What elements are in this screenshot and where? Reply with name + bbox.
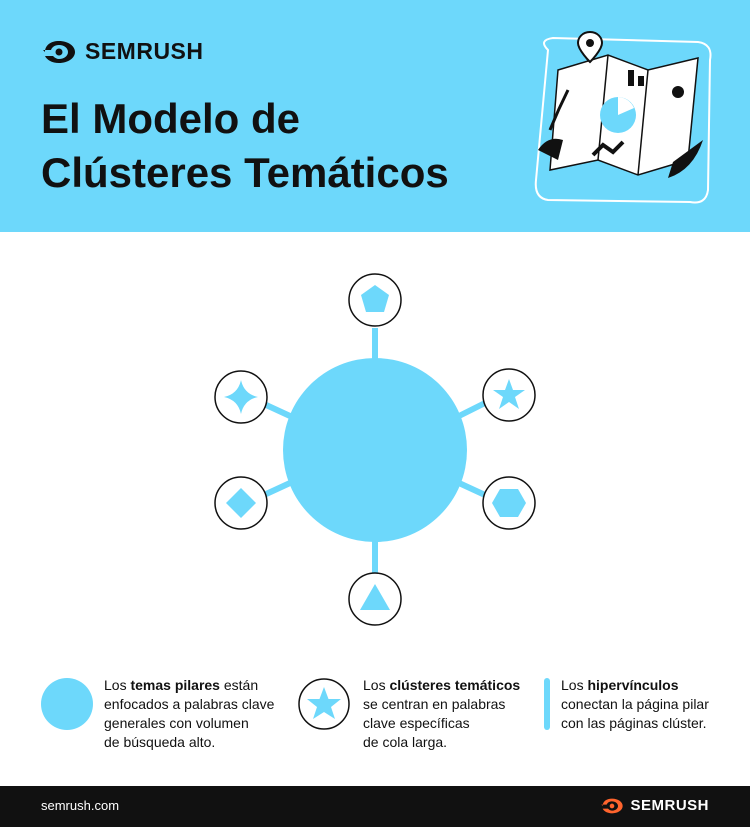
- line-icon: [544, 678, 550, 730]
- footer-semrush-logo[interactable]: SEMRUSH: [600, 797, 709, 814]
- cluster-node-lower-right: [482, 476, 536, 530]
- cluster-node-top: [348, 273, 402, 327]
- star-icon: [493, 379, 525, 409]
- semrush-flame-icon: [43, 40, 75, 63]
- hyperlink-line-upper-left: [262, 401, 292, 419]
- title-line-1: El Modelo de: [41, 95, 301, 142]
- four-point-star-icon: [224, 380, 258, 414]
- cluster-node-lower-left: [214, 476, 268, 530]
- cluster-node-bottom: [348, 572, 402, 626]
- footer-logo-text: SEMRUSH: [630, 797, 709, 814]
- hyperlink-line-lower-left: [262, 480, 292, 498]
- pentagon-icon: [361, 285, 389, 312]
- pillar-circle: [283, 358, 467, 542]
- diamond-icon: [226, 488, 256, 518]
- cluster-node-upper-right: [482, 368, 536, 422]
- legend-hyperlink-text: Los hipervínculos conectan la página pil…: [561, 677, 709, 731]
- hyperlink-line-lower-right: [457, 480, 487, 498]
- footer-url-link[interactable]: semrush.com: [41, 798, 120, 813]
- hexagon-icon: [492, 489, 526, 517]
- title-line-2: Clústeres Temáticos: [41, 149, 449, 196]
- footer-bar: semrush.com SEMRUSH: [0, 786, 750, 827]
- legend-pillar-text: Los temas pilares están enfocados a pala…: [104, 677, 275, 750]
- map-illustration-icon: [534, 30, 712, 204]
- triangle-icon: [360, 584, 390, 610]
- legend-cluster-text: Los clústeres temáticos se centran en pa…: [363, 677, 521, 750]
- semrush-logo[interactable]: SEMRUSH: [41, 38, 204, 65]
- cluster-diagram: [214, 273, 536, 626]
- logo-text: SEMRUSH: [85, 38, 204, 64]
- star-icon: [298, 678, 350, 730]
- hyperlink-line-upper-right: [457, 400, 487, 419]
- circle-icon: [41, 678, 93, 730]
- cluster-node-upper-left: [214, 370, 268, 424]
- page-title: El Modelo de Clústeres Temáticos: [41, 92, 449, 200]
- semrush-flame-icon: [601, 798, 624, 813]
- header-banner: SEMRUSH El Modelo de Clústeres Temáticos: [0, 0, 750, 232]
